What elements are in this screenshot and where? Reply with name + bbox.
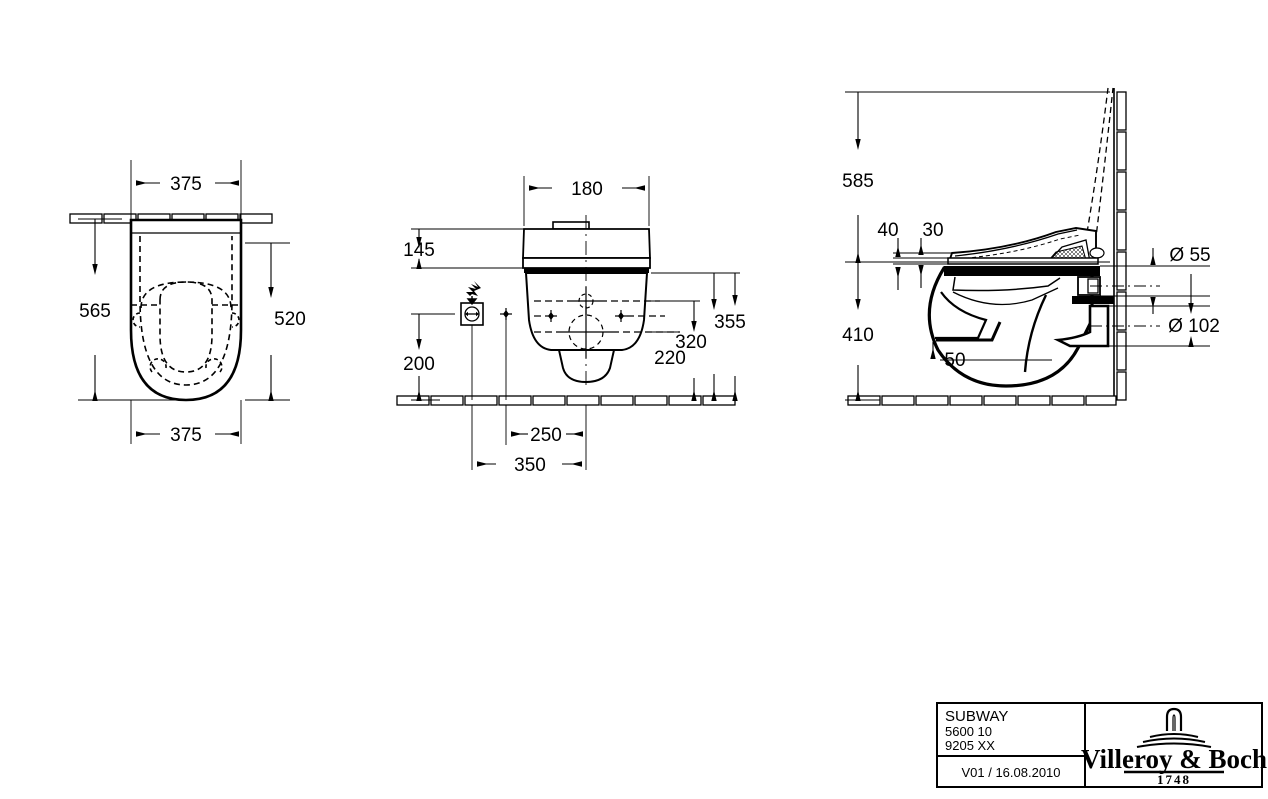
front-lid-cap — [552, 221, 590, 230]
water-connection-marker — [500, 308, 512, 400]
front-dim-355: 355 — [714, 273, 746, 401]
front-dim-250: 250 — [511, 425, 583, 446]
side-dim-50-label: 50 — [944, 350, 965, 371]
front-dim-145-label: 145 — [403, 240, 435, 261]
side-dim-410-label: 410 — [842, 325, 874, 346]
title-block-code-2: 9205 XX — [945, 738, 995, 753]
title-block: SUBWAY 5600 10 9205 XX V01 / 16.08.2010 … — [936, 702, 1267, 788]
side-bowl-foot-thick — [936, 321, 1002, 342]
front-dim-320: 320 — [675, 273, 717, 401]
fountain-logo-icon — [1136, 707, 1212, 748]
plan-bowl-inner-dashed — [159, 281, 213, 373]
plan-dim-375-top-label: 375 — [170, 174, 202, 195]
front-dim-145: 145 — [403, 229, 435, 269]
plan-bowl-outline — [129, 218, 243, 402]
side-seat-topline — [954, 229, 1078, 257]
side-dim-dia-55: Ø 55 — [1150, 245, 1211, 314]
side-dim-30: 30 — [918, 220, 944, 288]
plan-seat-dashed — [139, 236, 233, 386]
side-bracket-plate — [1072, 296, 1114, 304]
side-floor-hatch — [847, 395, 1117, 406]
front-dim-320-label: 320 — [675, 332, 707, 353]
plan-dim-depth-right: 520 — [268, 243, 306, 401]
front-dim-250-label: 250 — [530, 425, 562, 446]
side-bowl-rim-top — [944, 266, 1100, 276]
side-bowl-trap — [1023, 294, 1048, 373]
side-bowl-outer — [927, 266, 1094, 388]
front-dim-200: 200 — [403, 314, 435, 401]
side-bowl-inner-wall — [952, 276, 1061, 292]
side-dim-585-label: 585 — [842, 171, 874, 192]
title-block-code-1: 5600 10 — [945, 724, 992, 739]
side-dim-50: 50 — [930, 342, 966, 371]
side-dim-dia-102-label: Ø 102 — [1168, 316, 1220, 337]
front-lid-base — [522, 257, 651, 269]
front-dim-220-label: 220 — [654, 348, 686, 369]
plan-boss-right — [205, 358, 223, 373]
side-seat-plate — [947, 257, 1099, 265]
power-socket-symbol — [460, 281, 484, 400]
side-bowl-base-step — [935, 291, 988, 340]
title-block-revision: V01 / 16.08.2010 — [961, 765, 1060, 780]
front-dim-355-label: 355 — [714, 312, 746, 333]
front-floor-hatch — [396, 395, 736, 406]
plan-seat-outer-dashed — [140, 281, 232, 309]
side-extension-lines — [845, 91, 1210, 401]
side-dim-40-label: 40 — [877, 220, 898, 241]
brand-wordmark: Villeroy & Boch — [1081, 744, 1267, 774]
plan-dim-565-label: 565 — [79, 301, 111, 322]
plan-dim-width-bottom: 375 — [136, 425, 239, 446]
side-dim-dia-102: Ø 102 — [1168, 274, 1220, 347]
side-outlet-center-lines — [1090, 285, 1160, 327]
side-wall-hatch — [1116, 91, 1127, 401]
view-front: 180 145 200 250 350 — [396, 176, 746, 476]
front-dim-350: 350 — [477, 455, 582, 476]
plan-dim-depth-left: 565 — [79, 219, 111, 401]
front-dim-180-label: 180 — [571, 179, 603, 200]
side-dim-410: 410 — [842, 262, 874, 401]
plan-boss-left — [149, 358, 167, 373]
front-rim-band — [524, 268, 649, 273]
plan-dim-375-bottom-label: 375 — [170, 425, 202, 446]
side-seat-hinge-ellipse — [1089, 247, 1105, 259]
plan-dim-width-top: 375 — [136, 174, 239, 195]
side-seat-innerline — [957, 234, 1081, 260]
view-plan: 375 375 565 520 — [69, 160, 306, 446]
front-dim-180: 180 — [529, 179, 645, 200]
front-extension-lines — [411, 176, 740, 470]
front-dim-350-label: 350 — [514, 455, 546, 476]
brand-year: 1748 — [1157, 772, 1191, 787]
front-dim-200-label: 200 — [403, 354, 435, 375]
front-lid-body — [522, 228, 651, 259]
plan-hinge-left — [132, 312, 141, 328]
front-dim-220: 220 — [654, 301, 697, 401]
side-dim-40: 40 — [877, 220, 901, 290]
side-bowl-inner-cavity — [952, 287, 1059, 306]
side-dim-585: 585 — [842, 92, 874, 263]
side-dim-dia-55-label: Ø 55 — [1169, 245, 1210, 266]
plan-dim-520-label: 520 — [274, 309, 306, 330]
plan-hinge-right — [231, 312, 240, 328]
title-block-product: SUBWAY — [945, 708, 1008, 725]
lightning-arrow-icon — [466, 281, 481, 296]
view-side: 585 410 40 30 50 Ø 55 — [842, 87, 1220, 406]
side-dim-30-label: 30 — [922, 220, 943, 241]
